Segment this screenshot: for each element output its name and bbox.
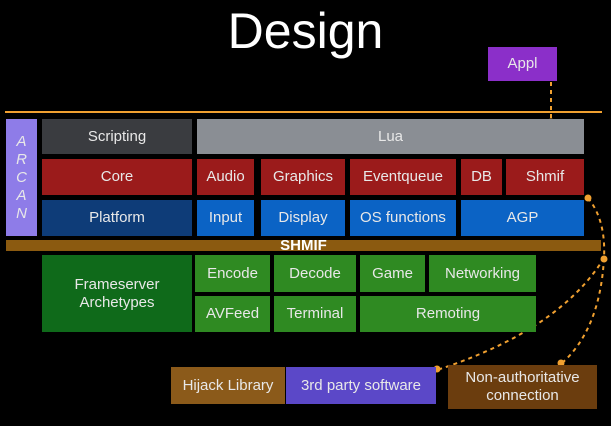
dot bbox=[600, 255, 608, 263]
dot bbox=[557, 359, 565, 367]
decode-box: Decode bbox=[274, 255, 356, 292]
arcan-letter: R bbox=[16, 150, 27, 168]
game-box: Game bbox=[360, 255, 425, 292]
arcan-letter: A bbox=[16, 186, 27, 204]
encode-box: Encode bbox=[195, 255, 270, 292]
terminal-box: Terminal bbox=[274, 296, 356, 332]
display-box: Display bbox=[261, 200, 345, 236]
hijack-library-box: Hijack Library bbox=[171, 367, 285, 404]
graphics-box: Graphics bbox=[261, 159, 345, 195]
appl-box: Appl bbox=[488, 47, 557, 81]
remoting-box: Remoting bbox=[360, 296, 536, 332]
non-authoritative-connection-box: Non-authoritative connection bbox=[448, 365, 597, 409]
agp-box: AGP bbox=[461, 200, 584, 236]
non-auth-connector bbox=[560, 257, 605, 365]
eventqueue-box: Eventqueue bbox=[350, 159, 456, 195]
arcan-letter: A bbox=[16, 132, 27, 150]
scripting-box: Scripting bbox=[42, 119, 192, 154]
lua-box: Lua bbox=[197, 119, 584, 154]
arcan-letter: N bbox=[16, 204, 27, 222]
audio-box: Audio bbox=[197, 159, 254, 195]
third-party-software-box: 3rd party software bbox=[286, 367, 436, 404]
shmif-label: SHMIF bbox=[280, 236, 327, 254]
shmif-box: Shmif bbox=[506, 159, 584, 195]
third-party-connector bbox=[436, 257, 605, 371]
page-title: Design bbox=[227, 3, 384, 59]
shmif-bar: SHMIF bbox=[6, 237, 601, 254]
networking-box: Networking bbox=[429, 255, 536, 292]
dot bbox=[584, 194, 592, 202]
db-box: DB bbox=[461, 159, 502, 195]
platform-box: Platform bbox=[42, 200, 192, 236]
input-box: Input bbox=[197, 200, 254, 236]
arcan-letter: C bbox=[16, 168, 27, 186]
os-functions-box: OS functions bbox=[350, 200, 456, 236]
arcan-bar: A R C A N bbox=[6, 119, 37, 236]
avfeed-box: AVFeed bbox=[195, 296, 270, 332]
core-box: Core bbox=[42, 159, 192, 195]
frameserver-box: Frameserver Archetypes bbox=[42, 255, 192, 332]
shmif-connector bbox=[587, 197, 606, 259]
